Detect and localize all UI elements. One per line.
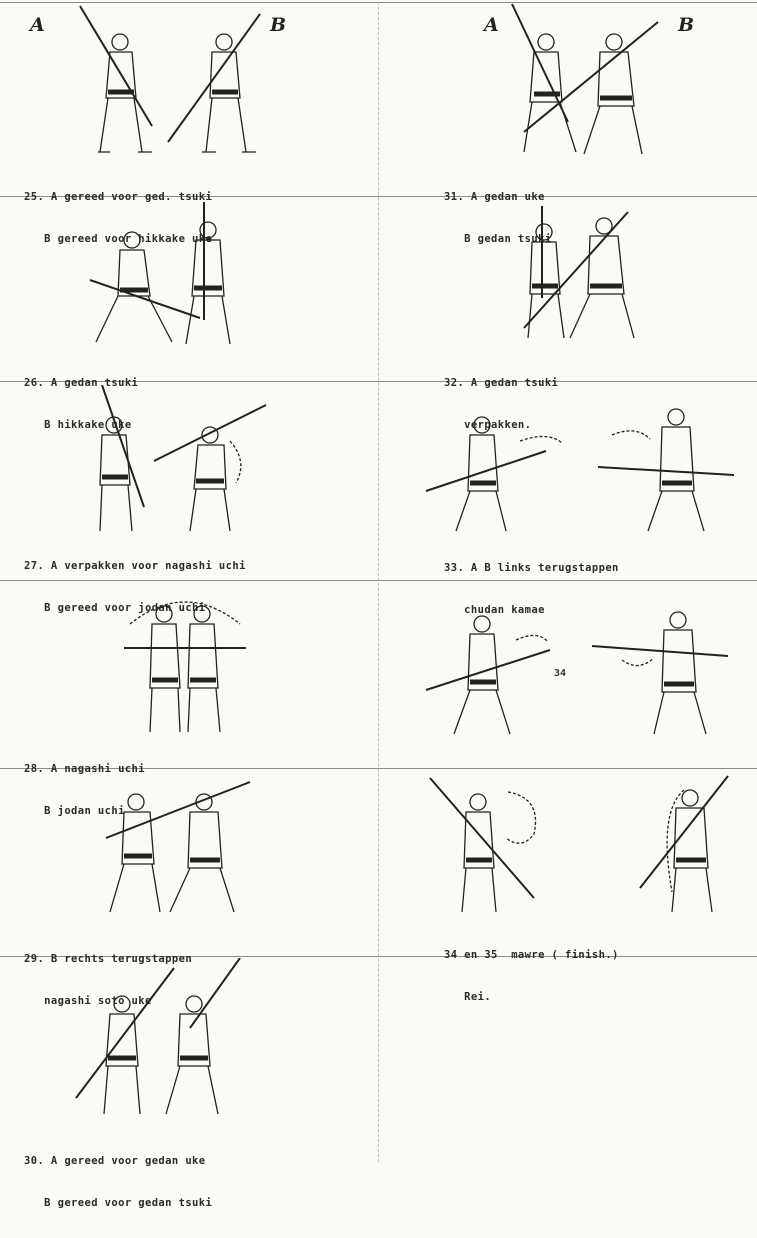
panel-25-caption: 25. A gereed voor ged. tsuki B gereed vo… xyxy=(24,191,213,245)
panel-33-illustration xyxy=(422,395,742,535)
panel-28-illustration xyxy=(110,584,260,734)
panel-34-number: 34 xyxy=(554,668,567,679)
panel-29: 29. B rechts terugstappen nagashi soto u… xyxy=(0,768,378,1007)
panel-27-illustration xyxy=(80,385,280,535)
panel-25: A B 25. A g xyxy=(0,2,378,245)
panel-34: 34 xyxy=(378,580,757,768)
panel-27-caption: 27. A verpakken voor nagashi uchi B gere… xyxy=(24,560,246,614)
row-divider xyxy=(0,956,378,957)
panel-26-illustration xyxy=(80,200,280,350)
panel-29-caption: 29. B rechts terugstappen nagashi soto u… xyxy=(24,953,193,1007)
row-divider xyxy=(0,768,757,769)
panel-28: 28. A nagashi uchi B jodan uchi xyxy=(0,580,378,817)
row-divider xyxy=(0,381,757,382)
panel-30-illustration xyxy=(70,958,250,1118)
panel-32-caption: 32. A gedan tsuki verpakken. xyxy=(444,377,559,431)
panel-30-caption: 30. A gereed voor gedan uke B gereed voo… xyxy=(24,1155,213,1209)
column-divider xyxy=(378,2,379,1162)
panel-33: 33. A B links terugstappen chudan kamae xyxy=(378,381,757,616)
panel-28-caption: 28. A nagashi uchi B jodan uchi xyxy=(24,763,145,817)
fighter-a-label: A xyxy=(30,14,45,36)
fighter-b-label: B xyxy=(678,14,695,36)
row-divider xyxy=(378,956,757,957)
panel-31: A B 31. A gedan uke B ge xyxy=(378,2,757,245)
panel-33-caption: 33. A B links terugstappen chudan kamae xyxy=(444,562,619,616)
panel-31-illustration xyxy=(498,2,668,162)
panel-30: 30. A gereed voor gedan uke B gereed voo… xyxy=(0,956,378,1209)
row-divider xyxy=(0,580,757,581)
panel-34-illustration xyxy=(422,600,742,740)
panel-35: 34 en 35 mawre ( finish.) Rei. xyxy=(378,768,757,1003)
fighter-b-label: B xyxy=(270,14,287,36)
fighter-a-label: A xyxy=(484,14,499,36)
panel-32-illustration xyxy=(508,202,658,342)
panel-35-caption: 34 en 35 mawre ( finish.) Rei. xyxy=(444,949,619,1003)
panel-25-illustration xyxy=(60,2,310,160)
karate-bo-kata-sheet: A B 25. A g xyxy=(0,2,757,1209)
panel-32: 32. A gedan tsuki verpakken. xyxy=(378,196,757,431)
row-divider xyxy=(0,196,757,197)
panel-29-illustration xyxy=(100,772,260,917)
panel-35-illustration xyxy=(422,772,742,918)
panel-26: 26. A gedan tsuki B hikkake uke xyxy=(0,196,378,431)
panel-27: 27. A verpakken voor nagashi uchi B gere… xyxy=(0,381,378,614)
